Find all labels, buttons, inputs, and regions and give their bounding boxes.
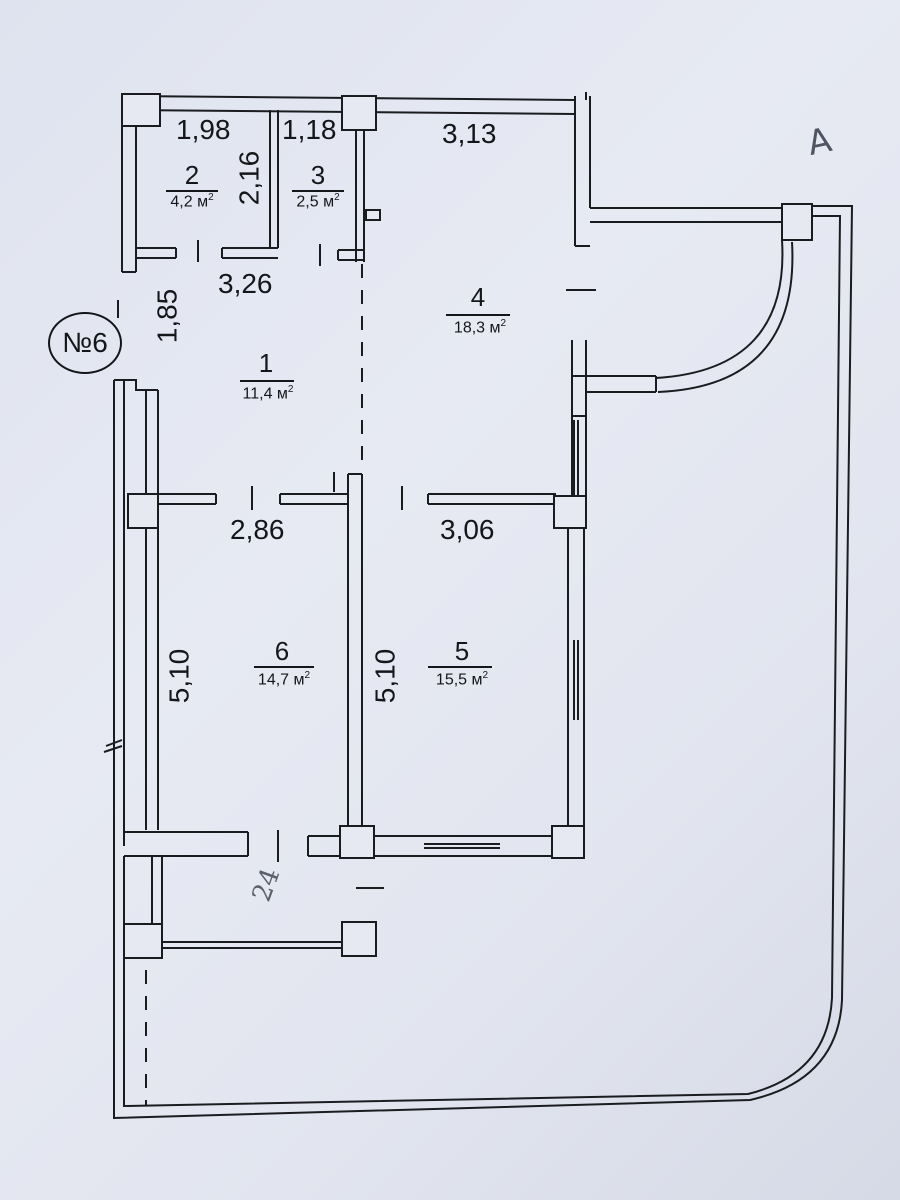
wall-room4-stub xyxy=(586,375,657,393)
wall-left-lower xyxy=(113,380,159,846)
room-area: 18,3 м2 xyxy=(453,318,507,337)
terrace-inner xyxy=(123,215,842,1108)
wall-left-cap xyxy=(114,379,158,391)
room-label-rule xyxy=(240,380,294,382)
window-box xyxy=(365,209,381,221)
loggia-rail xyxy=(162,941,342,949)
wall-mid-left-stub xyxy=(158,493,217,505)
pillar xyxy=(341,95,377,131)
wall-center-partition xyxy=(347,473,363,834)
terrace-outer xyxy=(113,205,854,1120)
dimension-label: 3,06 xyxy=(440,514,495,545)
dimension-label: 5,10 xyxy=(163,648,195,704)
pillar xyxy=(553,495,587,529)
pillar xyxy=(123,923,163,959)
room-area: 15,5 м2 xyxy=(435,670,489,689)
dimension-label: 3,26 xyxy=(218,268,273,299)
pillar xyxy=(551,825,585,859)
dimension-label: 3,13 xyxy=(442,118,497,149)
room-label-rule xyxy=(254,666,314,668)
wall-room2-bottom xyxy=(136,247,177,259)
dimension-label: 1,18 xyxy=(282,114,337,145)
wall-break-mark xyxy=(103,739,123,753)
room-label-rule xyxy=(166,190,218,192)
room-number: 2 xyxy=(184,160,200,190)
pillar xyxy=(571,375,587,417)
balcony-arc-outer xyxy=(655,239,784,379)
pillar xyxy=(127,493,159,529)
pillar xyxy=(781,203,813,241)
room-label-rule xyxy=(446,314,510,316)
room-label-rule xyxy=(428,666,492,668)
unit-number-badge: №6 xyxy=(48,312,122,374)
dimension-label: 2,86 xyxy=(230,514,285,545)
dimension-label: 5,10 xyxy=(369,648,401,704)
wall-room3-bottom xyxy=(337,249,364,261)
pillar xyxy=(339,825,375,859)
wall-room4-right xyxy=(571,340,587,500)
room-number: 3 xyxy=(310,160,326,190)
balcony-arc-inner xyxy=(657,241,794,393)
wall-mid-center-stub xyxy=(279,493,348,505)
wall-lower-left xyxy=(151,856,163,926)
wall-right-window xyxy=(567,500,585,834)
room-area: 4,2 м2 xyxy=(170,192,214,211)
room-area: 14,7 м2 xyxy=(257,670,311,689)
wall-mid-right-stub xyxy=(427,493,556,505)
pillar xyxy=(121,93,161,127)
wall-bottom-left xyxy=(124,831,249,857)
wall-room2-bottom-r xyxy=(221,247,278,259)
window-right-lines xyxy=(573,420,579,720)
room-number: 1 xyxy=(258,348,274,378)
room-label-rule xyxy=(292,190,344,192)
wall-room2-right xyxy=(269,110,279,248)
window-bottom xyxy=(424,843,500,849)
pillar xyxy=(341,921,377,957)
wall-room3-right xyxy=(355,110,365,262)
dimension-label: 1,85 xyxy=(151,288,183,344)
room-area: 2,5 м2 xyxy=(296,192,340,211)
dimension-label: 1,98 xyxy=(176,114,231,145)
wall-top-end xyxy=(574,96,591,118)
wall-room4-top-right xyxy=(574,118,782,247)
room-area: 11,4 м2 xyxy=(242,384,294,403)
room-number: 6 xyxy=(274,636,290,666)
room-number: 4 xyxy=(470,282,486,312)
room-number: 5 xyxy=(454,636,470,666)
